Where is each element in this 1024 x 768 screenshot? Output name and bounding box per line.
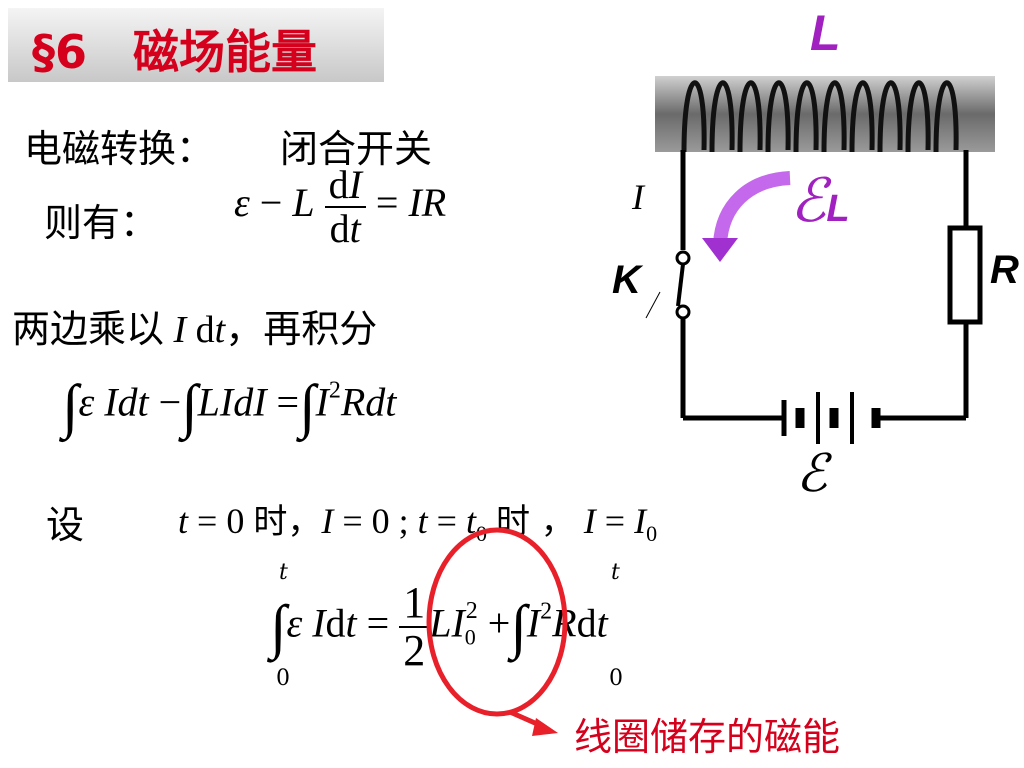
inductor-label: L — [810, 5, 841, 61]
resistor-label: R — [990, 248, 1019, 292]
battery — [781, 392, 881, 444]
switch-label: K — [612, 258, 641, 302]
circuit-wires — [680, 150, 969, 421]
energy-note: 线圈储存的磁能 — [574, 715, 841, 759]
upper-limit-1: t — [279, 560, 288, 585]
intro-label: 电磁转换： — [24, 127, 215, 171]
self-emf-arrowhead — [702, 238, 738, 262]
current-label: I — [632, 177, 644, 217]
upper-limit-2: t — [611, 560, 620, 585]
source-emf-label: ℰ — [796, 444, 828, 504]
title-banner — [8, 8, 384, 82]
inductor-coil — [681, 80, 959, 153]
pointer-arrowhead — [532, 718, 558, 736]
intro-action: 闭合开关 — [280, 127, 433, 171]
multiply-text: 两边乘以 I dt，再积分 — [12, 307, 378, 351]
page-title: §6 磁场能量 — [32, 25, 318, 79]
highlight-circle — [426, 527, 568, 717]
switch-k — [645, 250, 691, 320]
lower-limit-1: 0 — [276, 666, 290, 691]
equation-2: ∫ε Idt −∫LIdI =∫I2Rdt — [62, 373, 397, 439]
lower-limit-2: 0 — [609, 666, 623, 691]
self-emf-arrow — [713, 171, 791, 245]
then-label: 则有： — [44, 201, 159, 245]
conditions: t = 0 时，I = 0 ; t = t0 时 ， I = I0 — [178, 501, 658, 546]
resistor-r — [947, 225, 983, 325]
set-label: 设 — [46, 503, 85, 547]
self-emf-label: ℰL — [790, 166, 850, 236]
